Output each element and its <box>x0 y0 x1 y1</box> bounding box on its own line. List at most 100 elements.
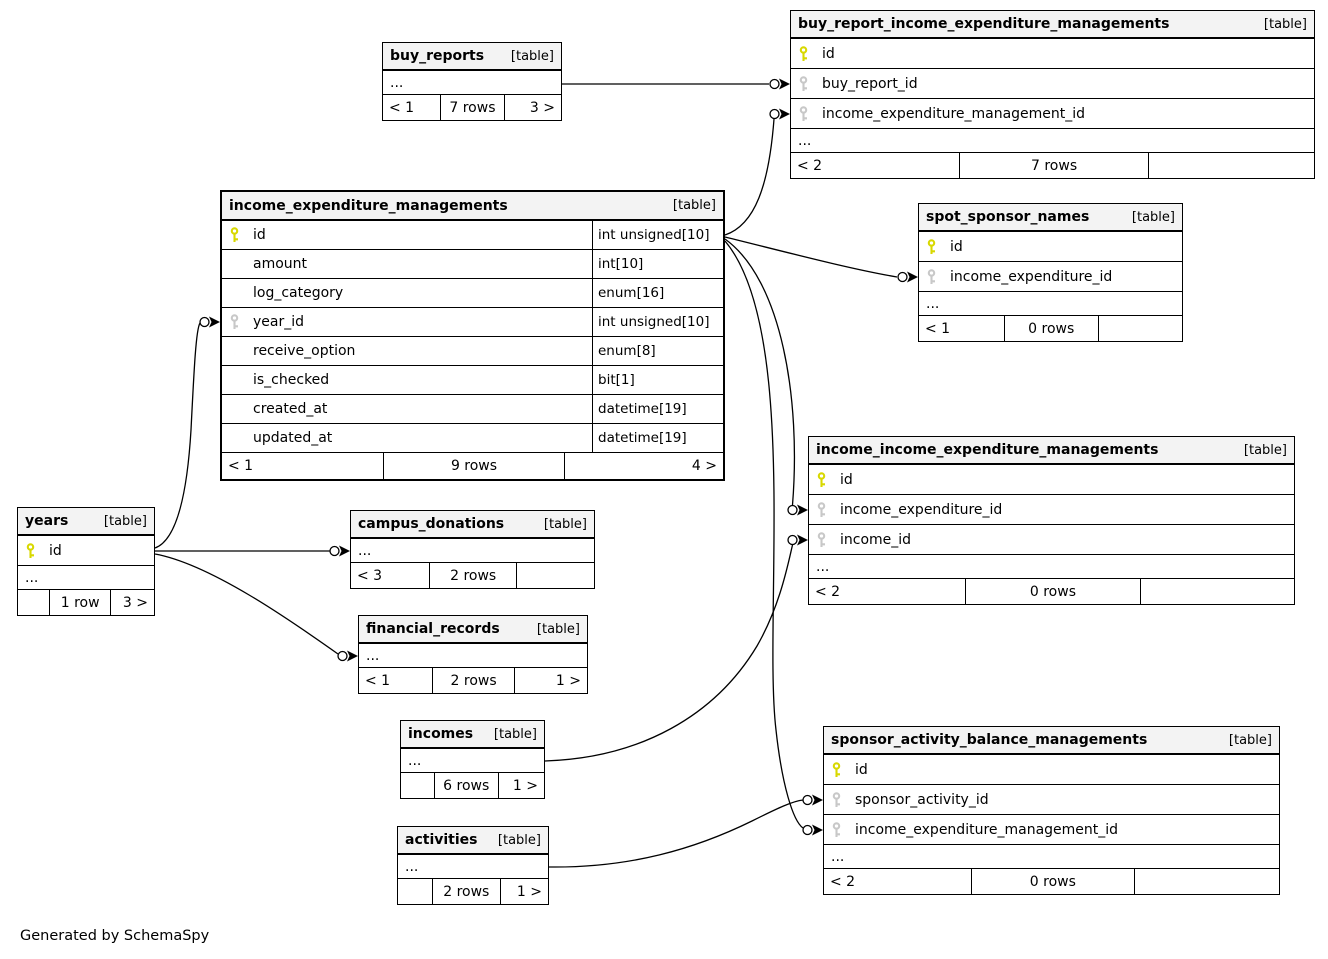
column-name: id <box>253 227 266 243</box>
table-activities[interactable]: activities [table] ... 2 rows 1 > <box>397 826 549 905</box>
footer-left: < 1 <box>228 458 254 474</box>
table-campus_donations[interactable]: campus_donations [table] ... < 3 2 rows <box>350 510 595 589</box>
table-header: buy_reports [table] <box>383 43 561 71</box>
relationship-line <box>724 240 804 829</box>
table-tag: [table] <box>536 621 580 637</box>
table-tag: [table] <box>543 516 587 532</box>
table-sponsor_activity_balance_managements[interactable]: sponsor_activity_balance_managements [ta… <box>823 726 1280 895</box>
ellipsis-text: ... <box>831 848 845 865</box>
column-type: bit[1] <box>592 366 723 394</box>
table-years[interactable]: years [table] id ... 1 row 3 > <box>17 507 155 616</box>
column-name: updated_at <box>253 430 333 446</box>
table-spot_sponsor_names[interactable]: spot_sponsor_names [table] id income_exp… <box>918 203 1183 342</box>
ellipsis-text: ... <box>798 132 812 149</box>
foreign-key-icon <box>229 314 251 330</box>
table-header: income_income_expenditure_managements [t… <box>809 437 1294 465</box>
footer-left: < 2 <box>815 583 841 600</box>
footer-rowcount: 1 row <box>49 590 110 615</box>
footer-rowcount: 2 rows <box>432 668 514 693</box>
connector <box>769 78 790 90</box>
ellipsis-row: ... <box>791 129 1314 153</box>
foreign-key-icon <box>831 821 853 838</box>
foreign-key-icon <box>816 531 838 548</box>
primary-key-icon <box>831 761 853 778</box>
column-row: income_expenditure_id <box>809 495 1294 525</box>
table-title: years <box>25 513 69 529</box>
column-type: int unsigned[10] <box>592 308 723 336</box>
table-title: buy_reports <box>390 48 485 64</box>
column-row: created_at datetime[19] <box>222 395 723 424</box>
table-header: incomes [table] <box>401 721 544 749</box>
ellipsis-text: ... <box>390 74 404 91</box>
table-title: income_expenditure_managements <box>229 197 508 214</box>
column-row: id <box>824 755 1279 785</box>
footer-right: 4 > <box>563 453 723 479</box>
footer-left <box>398 879 432 904</box>
footer-left: < 1 <box>925 320 951 337</box>
table-income_income_expenditure_managements[interactable]: income_income_expenditure_managements [t… <box>808 436 1295 605</box>
table-footer: < 2 0 rows <box>824 869 1279 894</box>
ellipsis-text: ... <box>926 295 940 312</box>
footer-rowcount: 7 rows <box>959 153 1147 178</box>
table-buy_reports[interactable]: buy_reports [table] ... < 1 7 rows 3 > <box>382 42 562 121</box>
footer-rowcount: 0 rows <box>965 579 1140 604</box>
ellipsis-row: ... <box>824 845 1279 869</box>
column-row: sponsor_activity_id <box>824 785 1279 815</box>
table-footer: 6 rows 1 > <box>401 773 544 798</box>
table-header: sponsor_activity_balance_managements [ta… <box>824 727 1279 755</box>
foreign-key-icon <box>798 105 820 122</box>
connector <box>787 534 808 546</box>
table-tag: [table] <box>1131 209 1175 225</box>
ellipsis-text: ... <box>366 647 380 664</box>
foreign-key-icon <box>831 791 853 808</box>
column-row: is_checked bit[1] <box>222 366 723 395</box>
table-title: buy_report_income_expenditure_management… <box>798 16 1170 32</box>
column-row: year_id int unsigned[10] <box>222 308 723 337</box>
table-income_expenditure_managements[interactable]: income_expenditure_managements [table] i… <box>220 190 725 481</box>
footer-right <box>1139 579 1294 604</box>
relationship-line <box>154 553 339 655</box>
table-footer: < 1 7 rows 3 > <box>383 95 561 120</box>
primary-key-icon <box>25 542 47 559</box>
footer-rowcount: 2 rows <box>431 879 500 904</box>
ellipsis-row: ... <box>398 855 548 879</box>
relationship-connectors <box>199 78 918 836</box>
footer-right: 3 > <box>503 95 561 120</box>
table-incomes[interactable]: incomes [table] ... 6 rows 1 > <box>400 720 545 799</box>
footer-left: < 1 <box>389 99 415 116</box>
table-tag: [table] <box>493 726 537 742</box>
foreign-key-icon <box>926 268 948 285</box>
relationship-line <box>724 118 775 236</box>
ellipsis-row: ... <box>383 71 561 95</box>
footer-left <box>401 773 434 798</box>
column-row: income_expenditure_management_id <box>791 99 1314 129</box>
ellipsis-row: ... <box>18 566 154 590</box>
footer-rowcount: 9 rows <box>383 453 563 479</box>
table-title: campus_donations <box>358 516 505 532</box>
column-name: receive_option <box>253 343 356 359</box>
table-header: buy_report_income_expenditure_management… <box>791 11 1314 39</box>
generator-note: Generated by SchemaSpy <box>20 928 210 944</box>
foreign-key-icon <box>816 501 838 518</box>
column-row: id <box>809 465 1294 495</box>
table-tag: [table] <box>1228 732 1272 748</box>
table-footer: 2 rows 1 > <box>398 879 548 904</box>
table-financial_records[interactable]: financial_records [table] ... < 1 2 rows… <box>358 615 588 694</box>
column-name: income_expenditure_management_id <box>855 821 1119 838</box>
ellipsis-row: ... <box>809 555 1294 579</box>
footer-left: < 2 <box>797 157 823 174</box>
ellipsis-text: ... <box>358 542 372 559</box>
column-name: log_category <box>253 285 344 301</box>
table-title: incomes <box>408 726 474 742</box>
ellipsis-text: ... <box>405 858 419 875</box>
connector <box>769 108 790 120</box>
connector <box>802 794 823 806</box>
table-header: years [table] <box>18 508 154 536</box>
table-title: spot_sponsor_names <box>926 209 1090 225</box>
column-row: updated_at datetime[19] <box>222 424 723 453</box>
table-title: income_income_expenditure_managements <box>816 442 1159 458</box>
column-type: int[10] <box>592 250 723 278</box>
primary-key-icon <box>926 238 948 255</box>
table-buy_report_income_expenditure_managements[interactable]: buy_report_income_expenditure_management… <box>790 10 1315 179</box>
column-type: enum[16] <box>592 279 723 307</box>
